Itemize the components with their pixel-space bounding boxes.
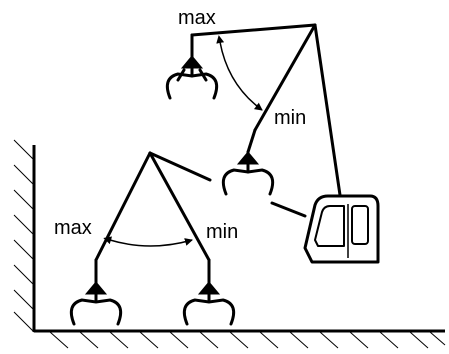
ground-hatching	[49, 331, 446, 349]
upper-boom	[190, 23, 342, 197]
lower-boom	[94, 151, 307, 284]
grab-upper-max	[165, 54, 219, 100]
grab-upper-min	[221, 150, 275, 196]
label-top-max: max	[178, 7, 216, 29]
label-lower-min: min	[206, 221, 238, 243]
grab-lower-max	[69, 280, 123, 326]
upper-angle-arc	[216, 35, 263, 111]
label-lower-max: max	[54, 217, 92, 239]
crane-cab	[303, 194, 380, 264]
wall-hatching	[13, 139, 35, 333]
label-top-min: min	[274, 107, 306, 129]
lower-angle-arc	[103, 236, 193, 247]
grab-lower-min	[182, 280, 236, 326]
ground	[32, 145, 445, 333]
